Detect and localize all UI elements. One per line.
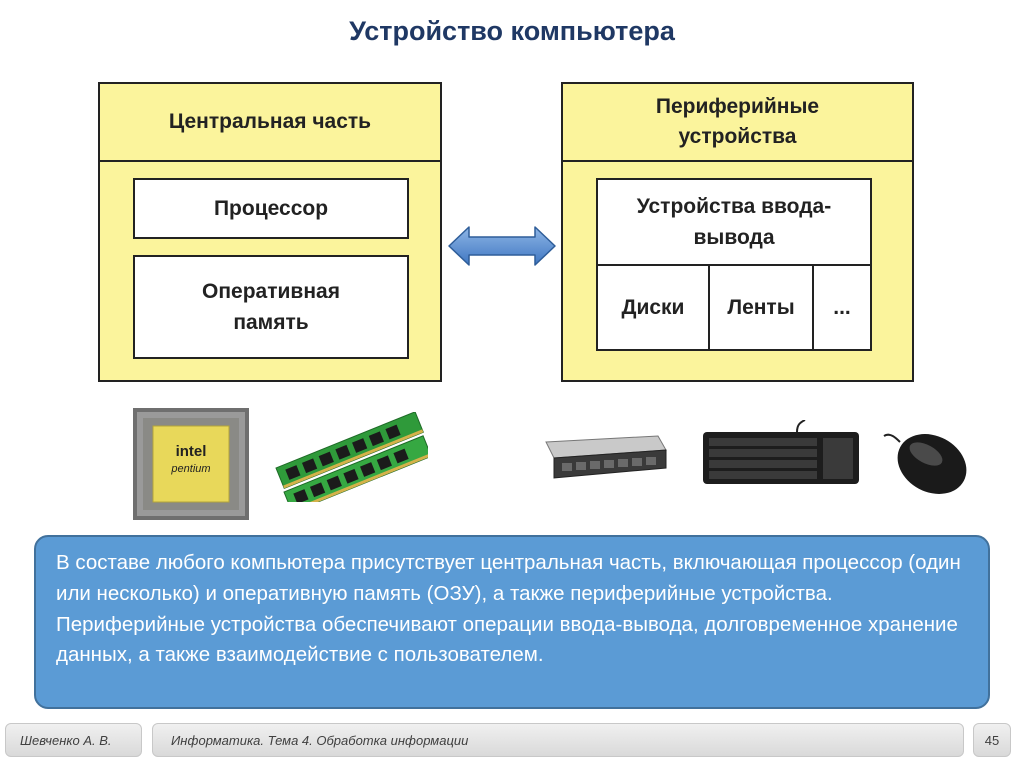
rack-server-image — [545, 435, 667, 479]
io-item-more: ... — [833, 295, 851, 319]
io-devices-row: Диски Ленты ... — [598, 266, 870, 349]
footer-author-text: Шевченко А. В. — [20, 732, 112, 748]
footer-course: Информатика. Тема 4. Обработка информаци… — [152, 723, 964, 757]
double-arrow-icon — [448, 226, 556, 266]
mouse-image — [883, 433, 967, 494]
central-part-heading: Центральная часть — [100, 84, 440, 162]
footer-course-text: Информатика. Тема 4. Обработка информаци… — [171, 732, 469, 748]
description-callout: В составе любого компьютера присутствует… — [34, 535, 990, 709]
central-part-panel: Центральная часть Процессор Оперативная … — [98, 82, 442, 382]
ram-box: Оперативная память — [133, 255, 409, 359]
footer-author: Шевченко А. В. — [5, 723, 142, 757]
processor-box: Процессор — [133, 178, 409, 239]
peripheral-devices-heading: Периферийные устройства — [563, 84, 912, 162]
chip-model-text: pentium — [170, 463, 210, 475]
page-title: Устройство компьютера — [349, 16, 675, 46]
peripheral-devices-panel: Периферийные устройства Устройства ввода… — [561, 82, 914, 382]
footer-page-text: 45 — [984, 732, 1000, 748]
keyboard-image — [703, 420, 859, 484]
io-devices-box: Устройства ввода-вывода Диски Ленты ... — [596, 178, 872, 351]
io-devices-heading: Устройства ввода-вывода — [598, 180, 870, 266]
cpu-chip-image: intel pentium — [133, 408, 249, 520]
footer-page-number: 45 — [973, 723, 1011, 757]
io-item-disks: Диски — [598, 266, 710, 349]
ram-modules-image — [275, 412, 428, 502]
chip-brand-text: intel — [176, 443, 207, 460]
io-item-tapes: Ленты — [710, 266, 814, 349]
